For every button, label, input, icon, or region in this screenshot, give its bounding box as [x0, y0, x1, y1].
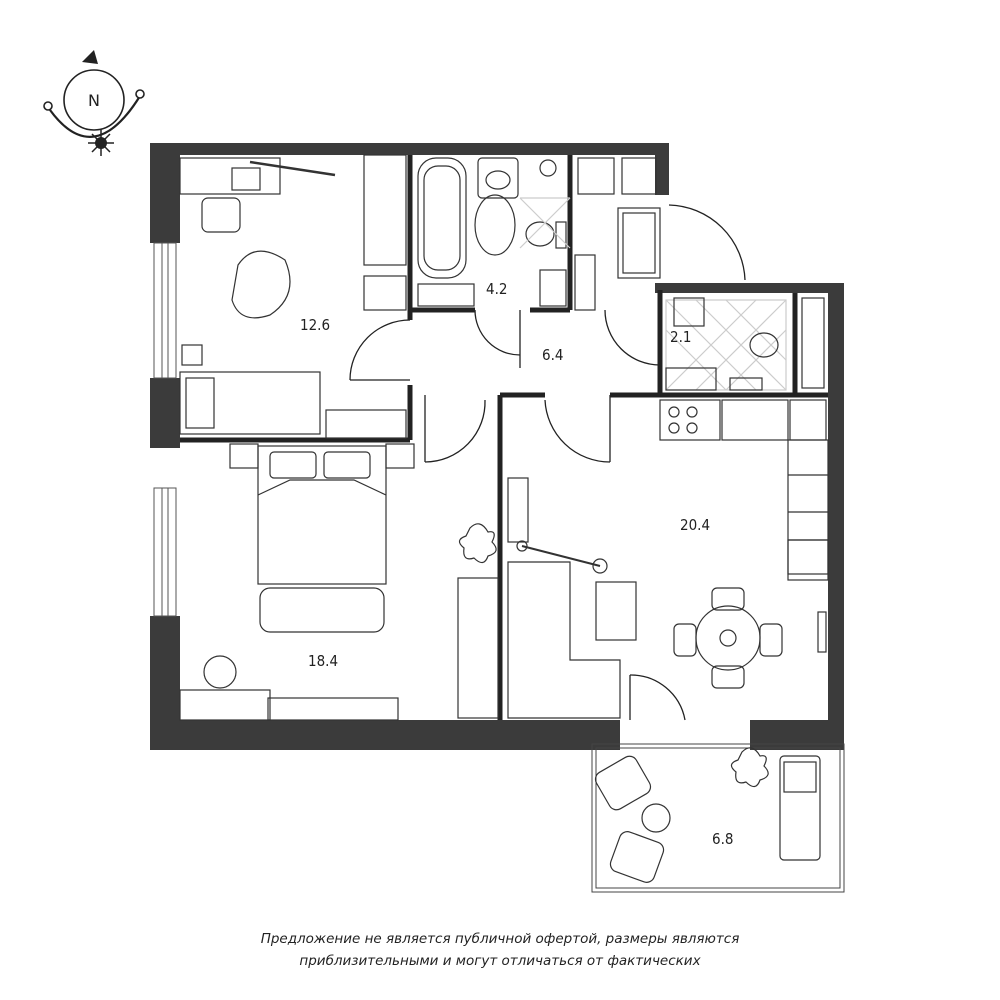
wc-sink-icon [673, 297, 705, 327]
lamp-base-icon [516, 540, 528, 552]
dining-chair-left-icon [673, 623, 697, 657]
doors [349, 204, 746, 721]
room-area-hallway: 6.4 [542, 346, 563, 364]
wc-fixtures [665, 297, 825, 391]
toilet-icon [525, 221, 555, 247]
hallway-fixtures [574, 157, 661, 311]
balcony-chair-bottom-icon [609, 831, 665, 883]
sunset-dot-icon [135, 89, 145, 99]
spiral-icon [539, 159, 557, 177]
dining-chair-top-icon [711, 587, 745, 611]
room-area-bathroom: 4.2 [486, 280, 507, 298]
round-stool-icon [203, 655, 237, 689]
wardrobe-small-icon [363, 154, 407, 266]
dining-chair-right-icon [759, 623, 783, 657]
hallway-rug-icon [617, 207, 661, 279]
stove-icon [659, 399, 721, 441]
nightstand-icon [363, 275, 407, 311]
balcony-furniture [594, 755, 821, 883]
bedroom-large-furniture [179, 443, 499, 721]
kitchen-sink-icon [789, 399, 827, 441]
disclaimer-line-1: Предложение не является публичной оферто… [260, 931, 740, 947]
disclaimer: Предложение не является публичной оферто… [0, 928, 1000, 972]
living-kitchen-furniture [507, 399, 829, 719]
sun-icon [88, 130, 114, 156]
single-bed-icon [179, 371, 321, 435]
shelf-icon [507, 477, 529, 543]
compass: N [43, 50, 145, 156]
bench-icon [259, 587, 385, 633]
wardrobe-large-icon [457, 577, 499, 719]
balcony-plant-icon [730, 747, 769, 788]
bedside-table-left-icon [229, 443, 259, 469]
room-area-balcony: 6.8 [712, 830, 733, 848]
compass-ring [63, 69, 125, 131]
bathtub-icon [417, 157, 467, 279]
room-area-wc: 2.1 [670, 328, 691, 346]
windows [153, 242, 177, 617]
sink-icon [477, 157, 519, 199]
exterior-walls [150, 143, 844, 750]
wc-toilet-icon [749, 332, 779, 358]
compass-north-label: N [88, 91, 100, 110]
armchair-icon [231, 250, 291, 319]
sunrise-dot-icon [43, 101, 53, 111]
sofa-icon [507, 561, 621, 719]
room-area-living-kitchen: 20.4 [680, 516, 710, 534]
shower-icon [474, 194, 516, 256]
balcony-chair-top-icon [594, 755, 652, 811]
dining-chair-bottom-icon [711, 665, 745, 689]
room-area-bedroom-small: 12.6 [300, 316, 330, 334]
towel-rack-icon [801, 297, 825, 389]
interior-walls [180, 155, 828, 720]
floor-lamp-icon [592, 558, 608, 574]
sunbed-icon [779, 755, 821, 861]
north-arrow-icon [82, 50, 98, 64]
plants [458, 523, 769, 788]
room-area-bedroom-large: 18.4 [308, 652, 338, 670]
dining-table-icon [695, 605, 761, 671]
plant-icon [458, 523, 497, 564]
pouf-icon [181, 344, 203, 366]
kitchen-counter-icon [787, 439, 829, 575]
fridge-icon [787, 539, 829, 581]
desk-icon [179, 157, 281, 195]
tv-console-icon [267, 697, 399, 721]
bedroom-small-furniture [179, 154, 407, 439]
balcony-table-icon [641, 803, 671, 833]
coffee-table-icon [595, 581, 637, 641]
desk-chair-icon [201, 197, 241, 233]
balcony [591, 743, 845, 893]
bathroom-fixtures [417, 157, 571, 307]
bedside-table-right-icon [385, 443, 415, 469]
washer-icon [417, 283, 475, 307]
room-labels: 12.6 4.2 6.4 2.1 18.4 20.4 6.8 [300, 280, 733, 848]
disclaimer-line-2: приблизительными и могут отличаться от ф… [299, 953, 701, 969]
double-bed-icon [257, 445, 387, 585]
